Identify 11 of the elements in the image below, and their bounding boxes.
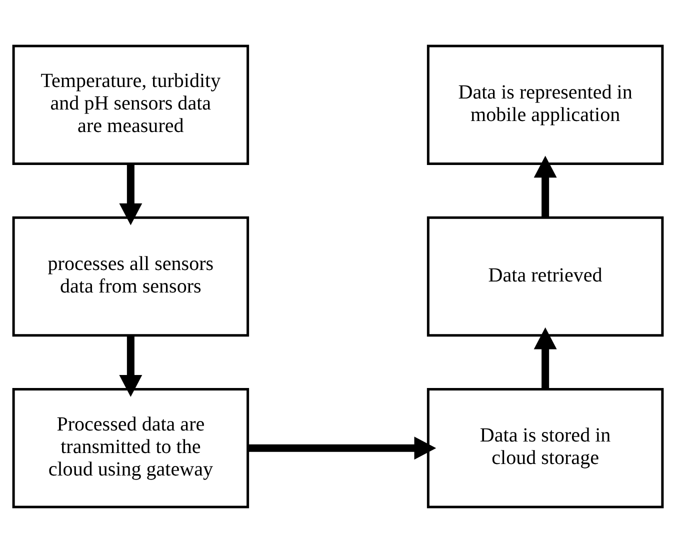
node-box: Data is stored in cloud storage — [426, 388, 664, 508]
arrow — [119, 164, 142, 226]
node-box: Temperature, turbidity and pH sensors data are measured — [12, 44, 250, 166]
arrow — [248, 436, 436, 460]
arrow — [119, 335, 142, 397]
arrow — [534, 156, 557, 218]
arrow — [534, 327, 557, 389]
node-box: processes all sensors data from sensors — [12, 216, 250, 337]
node-box: Processed data are transmitted to the cloud using gateway — [12, 388, 250, 508]
node-box: Data is represented in mobile application — [426, 44, 664, 166]
node-box: Data retrieved — [426, 216, 664, 337]
